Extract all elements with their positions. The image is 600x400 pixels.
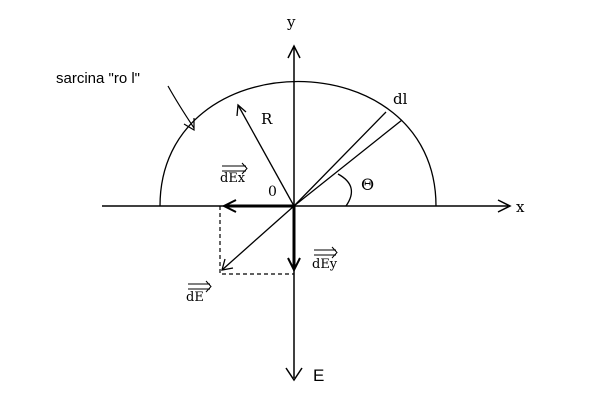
radius-arrowhead (236, 103, 247, 117)
dl-line-1 (293, 111, 387, 207)
dashed-construction-lines (219, 206, 294, 275)
charge-pointer-arrowhead (183, 118, 195, 132)
dEx-arrowhead (221, 199, 237, 213)
dEy-overarrow (314, 246, 338, 259)
x-axis-label: x (516, 198, 525, 216)
element-label: dl (393, 90, 408, 108)
radius-label: R (261, 110, 273, 128)
field-E-label: E (313, 366, 324, 385)
angle-arc (337, 173, 353, 207)
dE-label: dE (186, 290, 204, 305)
dE-overarrow (188, 280, 212, 293)
charge-density-label: sarcina "ro l" (56, 70, 140, 87)
dl-line-2 (293, 119, 403, 207)
dE-vector (221, 205, 295, 271)
y-axis-label: y (286, 13, 296, 31)
dEy-label: dEy (312, 257, 338, 272)
radius-line (237, 104, 295, 207)
dEx-label: dEx (220, 171, 246, 186)
dEy-arrowhead (287, 257, 301, 273)
dEx-overarrow (222, 162, 248, 175)
charge-pointer-line (167, 85, 195, 129)
x-axis-arrowhead (497, 199, 512, 213)
angle-label: Θ (361, 175, 374, 194)
y-axis-arrowhead (287, 44, 301, 59)
semicircle-arc (159, 81, 437, 207)
dE-arrowhead (221, 258, 234, 271)
y-axis-bottom-arrowhead (285, 367, 303, 382)
origin-label: 0 (268, 184, 277, 200)
